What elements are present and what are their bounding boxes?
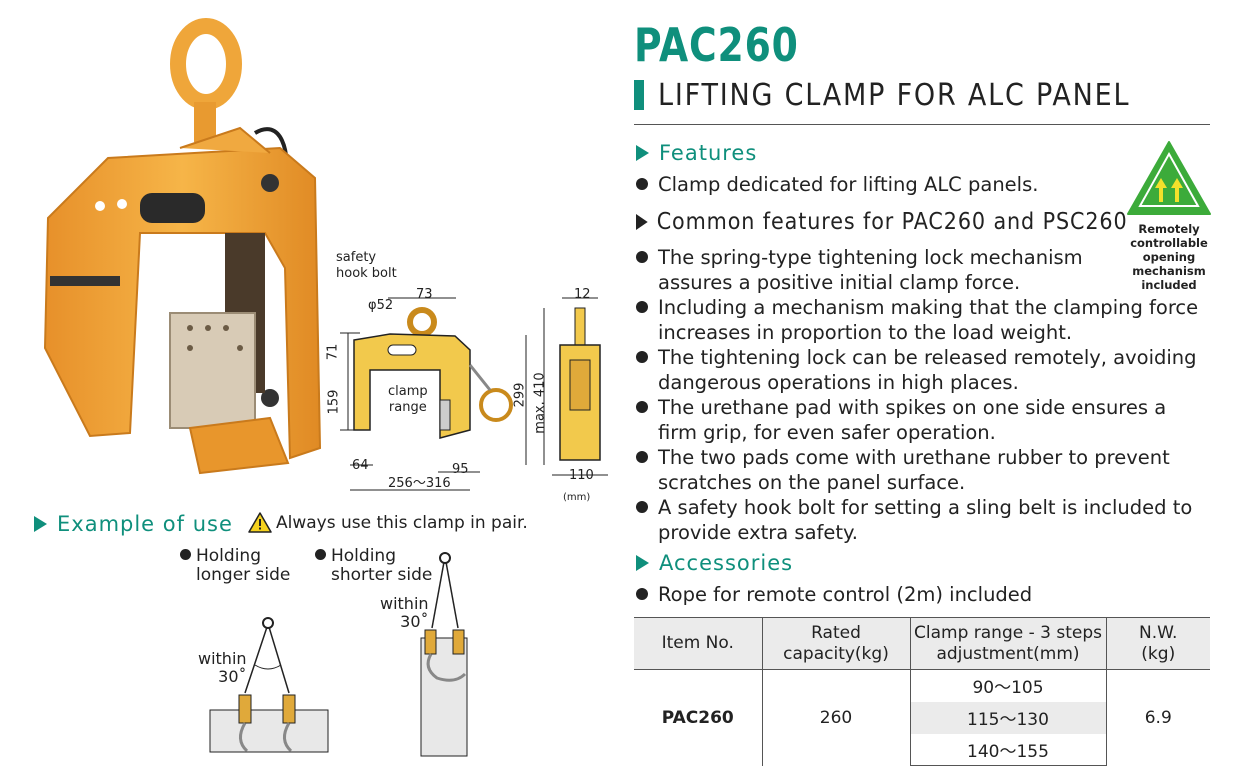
dim-95: 95	[452, 462, 469, 477]
accessories-heading: Accessories	[636, 551, 793, 575]
remote-control-badge: Remotely controllable opening mechanism …	[1124, 140, 1214, 292]
table-row: 115～130	[634, 701, 1210, 734]
shorter-side-diagram	[420, 552, 468, 757]
triangle-bullet-icon	[636, 555, 649, 571]
table-row: 140～155	[634, 733, 1210, 766]
common-item: Including a mechanism making that the cl…	[636, 295, 1198, 345]
accessory-item: Rope for remote control (2m) included	[636, 582, 1032, 607]
bullet-dot-icon	[636, 301, 648, 313]
item-cell: PAC260	[661, 707, 734, 728]
capacity-cell: 260	[761, 669, 910, 766]
common-item: The tightening lock can be released remo…	[636, 345, 1197, 395]
table-row: PAC260 260 90～105 6.9	[634, 669, 1210, 766]
clamp-photo	[43, 18, 322, 475]
dim-12: 12	[574, 287, 591, 302]
dimension-drawing	[340, 297, 608, 491]
holding-shorter-label: Holding shorter side	[315, 547, 432, 585]
common-item: The spring-type tightening lock mechanis…	[636, 245, 1083, 295]
triangle-bullet-icon	[636, 145, 649, 161]
bullet-dot-icon	[636, 178, 648, 190]
clamp-range-label: clamp range	[388, 384, 428, 415]
bullet-dot-icon	[636, 401, 648, 413]
feature-item: Clamp dedicated for lifting ALC panels.	[636, 172, 1038, 197]
bullet-dot-icon	[315, 549, 326, 560]
triangle-bullet-icon	[34, 516, 47, 532]
weight-cell: 6.9	[1105, 669, 1210, 766]
range-cell: 90～105	[909, 669, 1106, 702]
bullet-dot-icon	[636, 351, 648, 363]
header-rule	[634, 124, 1210, 125]
common-item: The urethane pad with spikes on one side…	[636, 395, 1166, 445]
dim-phi: φ52	[368, 298, 394, 313]
bullet-dot-icon	[180, 549, 191, 560]
table-header: N.W.(kg)	[1105, 617, 1210, 670]
remote-opening-icon	[1127, 141, 1211, 215]
dim-max: max. 410	[532, 372, 548, 434]
angle-label-longer: within 30˚	[198, 649, 247, 686]
angle-label-shorter: within 30˚	[380, 594, 429, 631]
common-item: The two pads come with urethane rubber t…	[636, 445, 1170, 495]
example-heading: Example of use	[34, 512, 233, 536]
range-cell: 115～130	[909, 701, 1106, 734]
subtitle-text: LIFTING CLAMP FOR ALC PANEL	[658, 77, 1131, 113]
dim-159: 159	[326, 389, 342, 415]
product-subtitle: LIFTING CLAMP FOR ALC PANEL	[634, 77, 1183, 113]
dim-299: 299	[512, 382, 528, 408]
longer-side-diagram	[209, 617, 329, 753]
warning-note: Always use this clamp in pair.	[248, 512, 528, 533]
hook-bolt-label: safety hook bolt	[336, 250, 397, 281]
dim-range: 256～316	[388, 476, 451, 491]
features-heading: Features	[636, 141, 757, 165]
bullet-dot-icon	[636, 251, 648, 263]
bullet-dot-icon	[636, 501, 648, 513]
common-heading: Common features for PAC260 and PSC260	[636, 209, 1128, 235]
subtitle-bar	[634, 80, 644, 110]
dim-73: 73	[416, 287, 433, 302]
holding-longer-label: Holding longer side	[180, 547, 290, 585]
dim-64: 64	[352, 458, 369, 473]
common-item: A safety hook bolt for setting a sling b…	[636, 495, 1192, 545]
unit-label: (mm)	[563, 492, 591, 503]
triangle-bullet-icon	[636, 214, 648, 230]
warning-icon	[248, 512, 272, 533]
model-title: PAC260	[634, 18, 799, 72]
table-header: Item No.	[634, 617, 762, 670]
dim-110: 110	[569, 468, 594, 483]
bullet-dot-icon	[636, 588, 648, 600]
range-cell: 140～155	[909, 733, 1106, 766]
bullet-dot-icon	[636, 451, 648, 463]
dim-71: 71	[325, 343, 341, 361]
